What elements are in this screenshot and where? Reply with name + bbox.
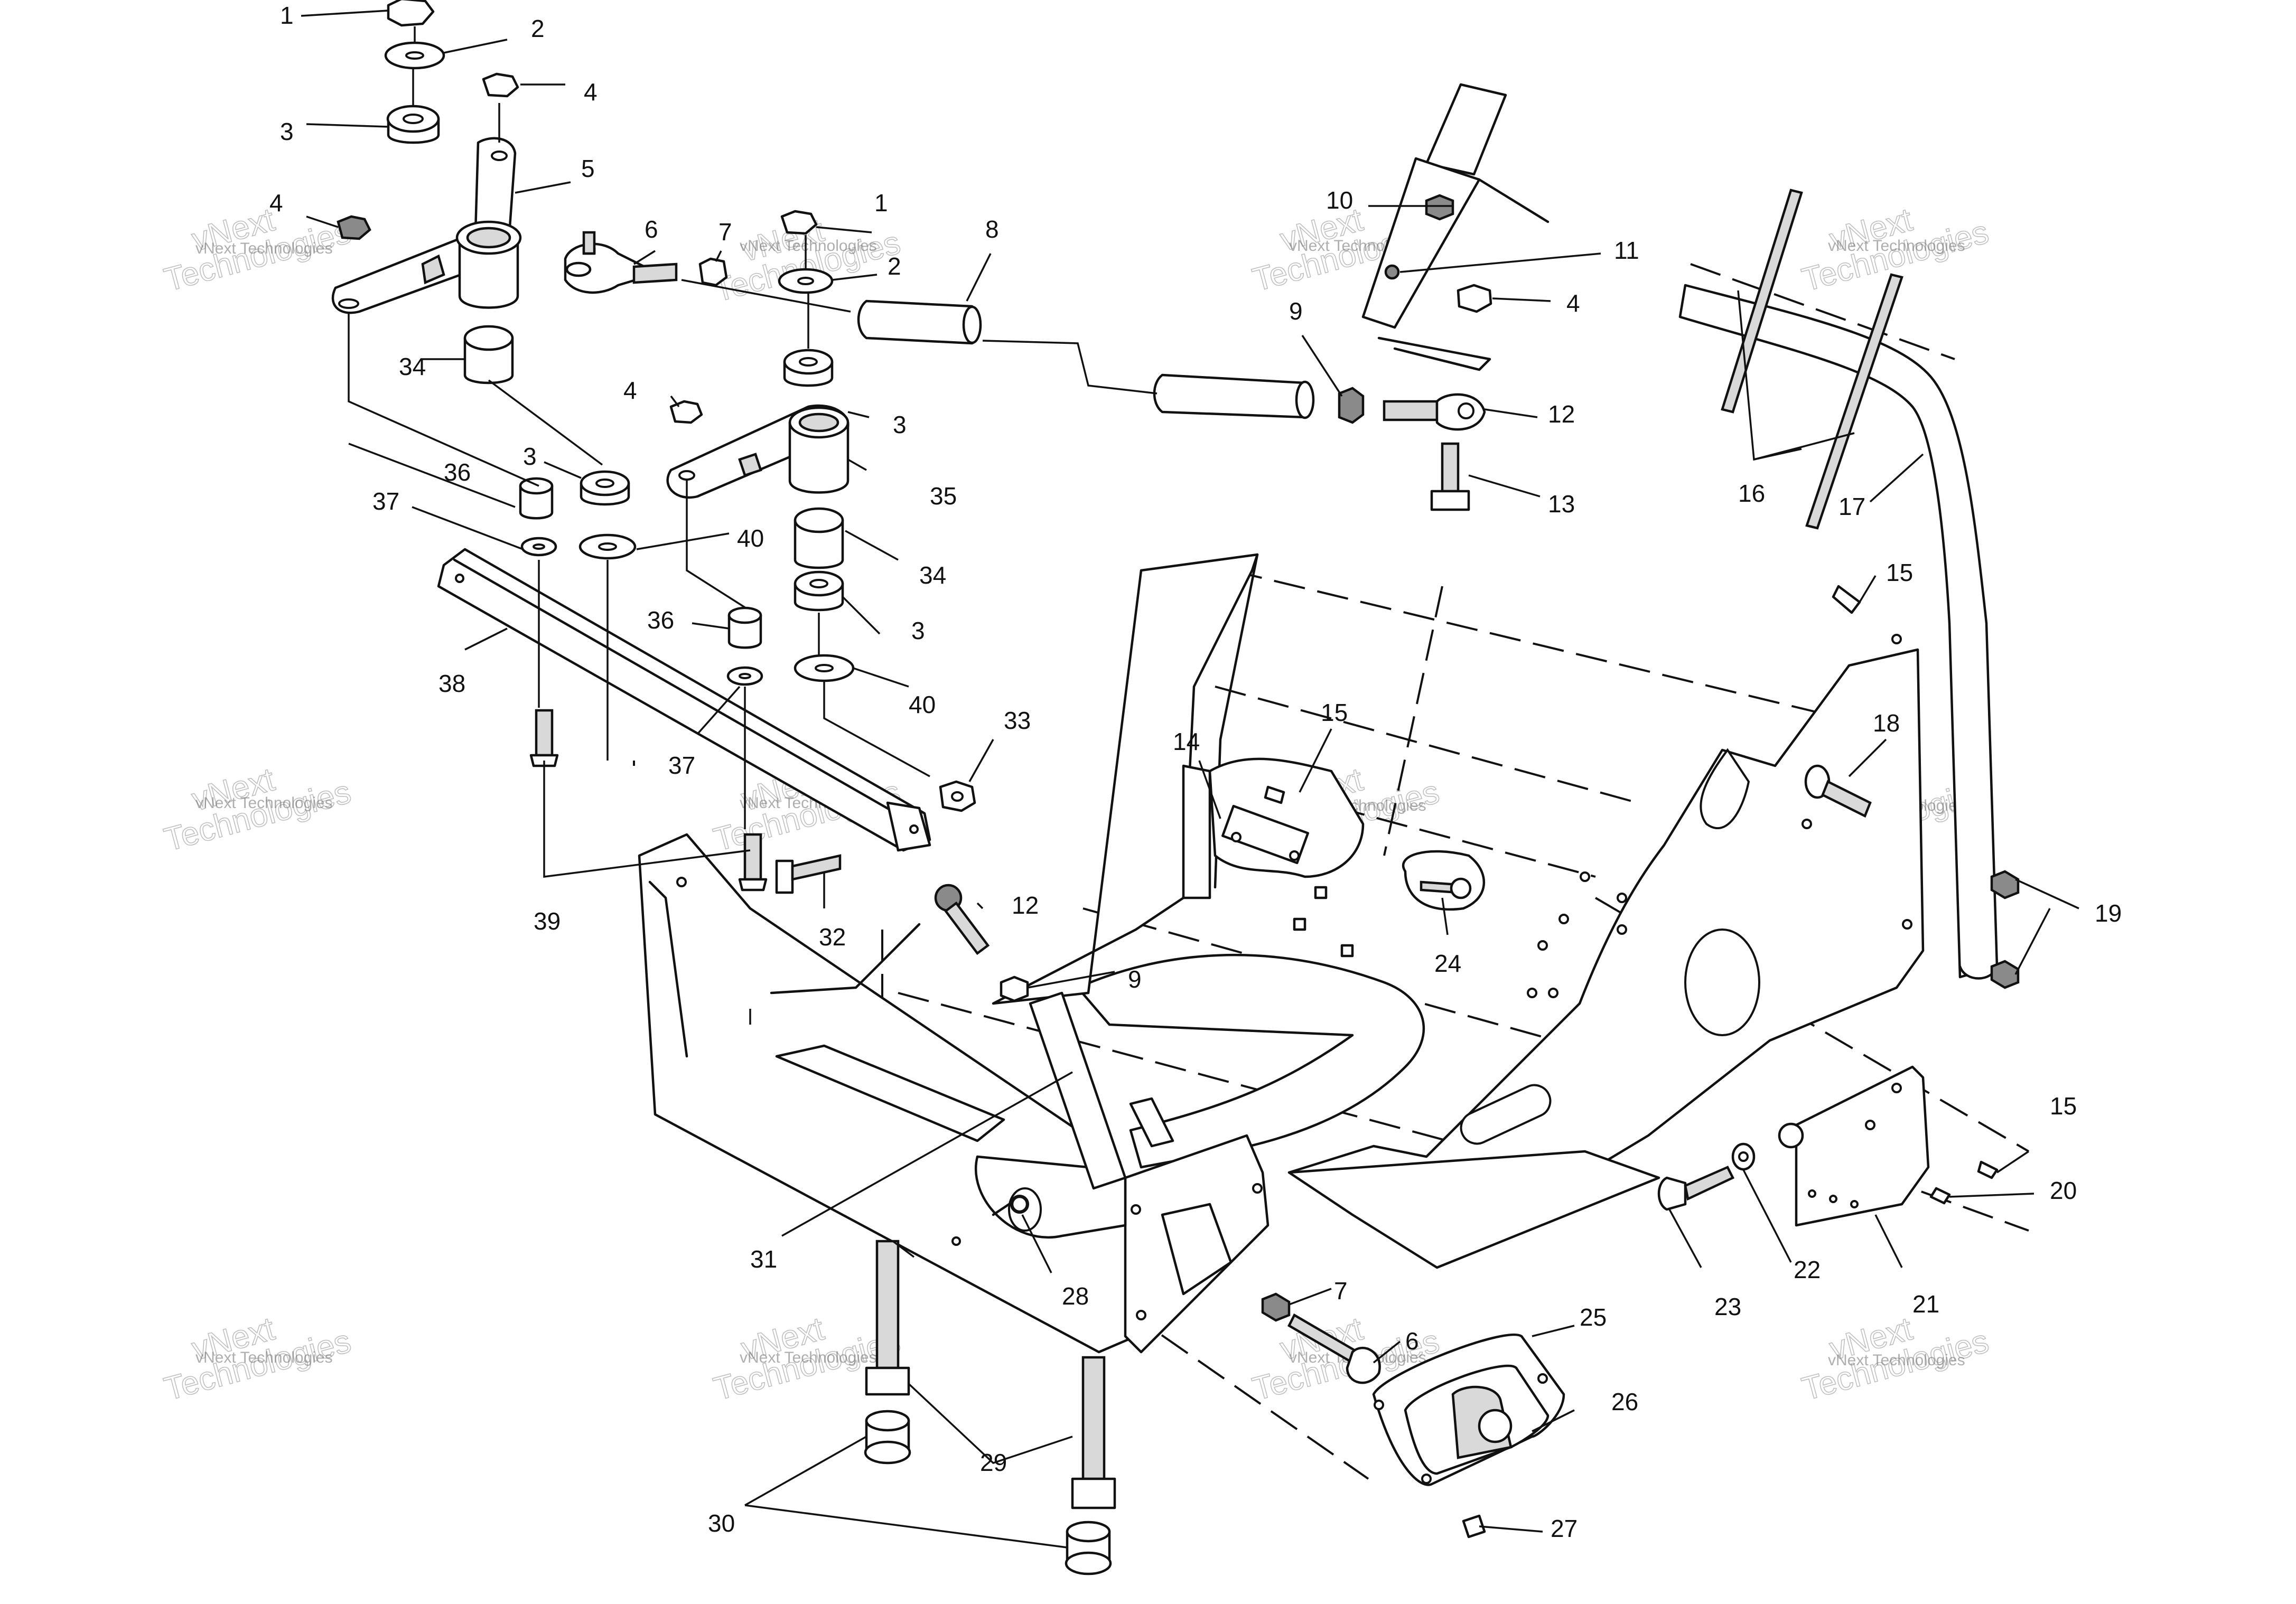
callout-1: 1	[280, 2, 294, 29]
callout-35: 35	[930, 482, 957, 510]
watermark-small: vNext Technologies	[195, 240, 333, 257]
callout-12: 12	[1548, 400, 1575, 428]
drag-link-icon	[437, 548, 931, 852]
callout-34: 34	[399, 353, 426, 380]
callout-19: 19	[2095, 899, 2122, 927]
callout-23: 23	[1714, 1293, 1741, 1320]
watermark: vNext Technologies	[1798, 1310, 1993, 1408]
callout-34: 34	[919, 561, 946, 589]
watermark-small: vNext Technologies	[195, 1349, 333, 1366]
callout-36: 36	[444, 458, 471, 486]
callout-2: 2	[888, 252, 901, 280]
bottom-parts	[864, 1195, 1565, 1575]
callout-3: 3	[893, 411, 907, 438]
callout-4: 4	[269, 189, 283, 217]
callout-6: 6	[645, 215, 658, 243]
callout-17: 17	[1838, 493, 1865, 520]
watermark-small: vNext Technologies	[1828, 237, 1965, 255]
threaded-rods	[1721, 189, 1903, 530]
callout-5: 5	[581, 155, 595, 182]
callout-39: 39	[534, 907, 561, 935]
callout-2: 2	[531, 15, 545, 42]
callout-13: 13	[1548, 490, 1575, 518]
callout-40: 40	[737, 524, 764, 552]
callout-40: 40	[909, 691, 936, 718]
watermark-small: vNext Technologies	[1828, 1352, 1965, 1369]
watermark-small: vNext Technologies	[195, 794, 333, 812]
callout-6: 6	[1405, 1327, 1419, 1355]
leader-lines	[301, 10, 2079, 1549]
callout-9: 9	[1128, 965, 1142, 993]
callout-7: 7	[1334, 1277, 1348, 1305]
callout-15: 15	[2050, 1092, 2077, 1120]
callout-37: 37	[668, 752, 695, 779]
tie-rod-tube	[1678, 284, 1999, 980]
steering-frame-weldment	[638, 553, 1925, 1354]
callout-9: 9	[1289, 297, 1303, 325]
callout-29: 29	[980, 1449, 1007, 1476]
watermark-small: vNext Technologies	[740, 237, 877, 255]
callout-25: 25	[1580, 1303, 1607, 1331]
callout-4: 4	[623, 377, 637, 404]
callout-12: 12	[1012, 892, 1039, 919]
callout-14: 14	[1173, 728, 1200, 755]
callout-16: 16	[1738, 480, 1765, 507]
callout-38: 38	[438, 670, 465, 697]
jam-nut-icon	[698, 257, 728, 287]
callout-15: 15	[1886, 559, 1913, 586]
bracket-plate	[1208, 757, 1365, 878]
callout-11: 11	[1614, 237, 1639, 264]
callout-21: 21	[1912, 1290, 1939, 1318]
callout-33: 33	[1004, 707, 1031, 734]
nut-part-1-icon	[387, 0, 435, 27]
nut-icon	[482, 72, 519, 98]
callout-3: 3	[911, 617, 925, 644]
mounting-plate-icon	[1795, 1065, 1930, 1227]
callout-7: 7	[718, 218, 732, 246]
callout-8: 8	[985, 215, 999, 243]
callout-4: 4	[584, 78, 598, 106]
hidden-lines	[633, 263, 2030, 1480]
callout-labels: 1 2 3 4 5 4 6 7 1 2 8 10 11 4 9 12 13 16…	[269, 2, 2122, 1542]
callout-15: 15	[1321, 699, 1348, 726]
callout-28: 28	[1062, 1282, 1089, 1310]
right-side-parts	[1264, 194, 2020, 1227]
callout-31: 31	[750, 1245, 777, 1273]
tie-rod-sleeve-icon	[857, 299, 982, 345]
callout-36: 36	[647, 606, 674, 634]
callout-37: 37	[372, 487, 399, 515]
callout-26: 26	[1611, 1388, 1638, 1415]
watermark-small: vNext Technologies	[740, 1349, 877, 1366]
callout-20: 20	[2050, 1177, 2077, 1204]
callout-4: 4	[1566, 289, 1580, 317]
callout-22: 22	[1794, 1256, 1821, 1283]
left-steering-assembly	[331, 0, 1315, 1190]
callout-27: 27	[1551, 1515, 1578, 1542]
callout-18: 18	[1873, 709, 1900, 737]
callout-1: 1	[874, 189, 888, 217]
callout-30: 30	[708, 1509, 735, 1537]
nut-icon	[337, 215, 371, 240]
callout-24: 24	[1434, 950, 1461, 977]
callout-3: 3	[280, 118, 294, 145]
callout-10: 10	[1326, 186, 1353, 214]
callout-3: 3	[523, 443, 537, 470]
callout-32: 32	[819, 923, 846, 951]
